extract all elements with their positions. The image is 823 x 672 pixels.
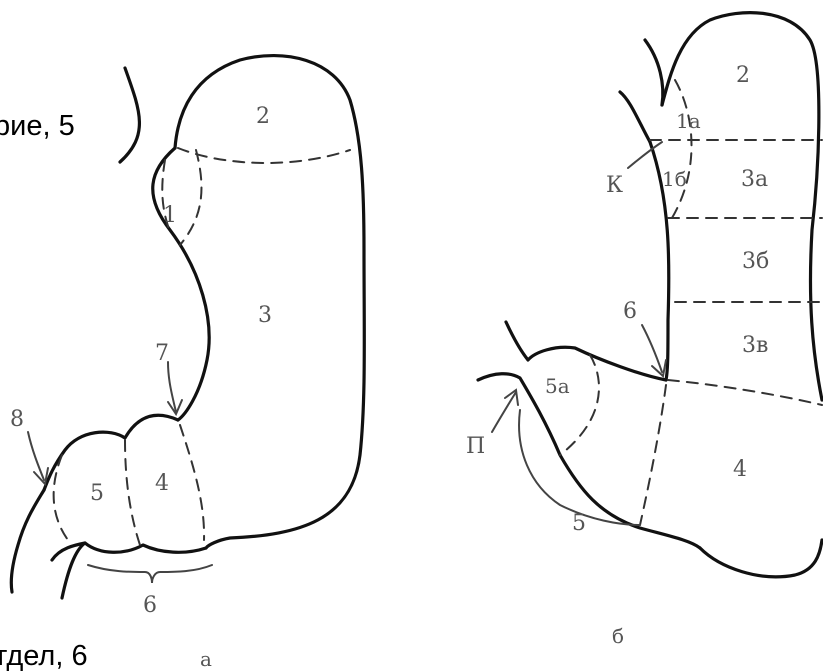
b-label-k: К: [606, 173, 623, 198]
a-label-4: 4: [155, 471, 169, 496]
b-antrum-top: [506, 322, 666, 380]
figure-b: 2 1а 1б 3а 3б 3в 4 5а 5 6 К П б: [466, 13, 822, 648]
a-antrum-boundary: [180, 425, 204, 540]
b-boundary-cardia-arc: [672, 80, 692, 218]
a-label-2: 2: [256, 104, 270, 129]
b-label-2: 2: [736, 63, 750, 88]
a-duodenum-upper: [11, 490, 44, 592]
b-label-4: 4: [733, 457, 747, 482]
a-fundus-boundary: [178, 148, 350, 163]
b-boundary-pyloric-canal: [560, 355, 599, 455]
b-label-5a: 5а: [545, 374, 570, 398]
b-label-3a: 3а: [741, 167, 768, 192]
a-label-8: 8: [10, 407, 24, 432]
a-cardia-boundary-right: [180, 150, 201, 245]
b-esophagus-right-wall: [645, 40, 663, 105]
a-label-1: 1: [163, 203, 177, 228]
figure-a: 1 2 3 4 5 6 7 8 а: [10, 56, 364, 671]
a-esophagus-left-wall: [120, 68, 139, 162]
b-label-5: 5: [572, 511, 586, 536]
b-greater-curvature-bottom: [700, 540, 822, 577]
b-label-1b: 1б: [662, 167, 687, 191]
a-duodenum-lower: [52, 543, 85, 560]
b-label-6: 6: [623, 299, 637, 324]
a-label-7: 7: [155, 341, 169, 366]
b-label-1a: 1а: [676, 109, 701, 133]
a-label-3: 3: [258, 303, 272, 328]
b-label-3v: 3в: [742, 333, 768, 358]
a-label-6: 6: [143, 593, 157, 618]
b-label-3b: 3б: [742, 249, 769, 274]
b-label-p: П: [466, 434, 485, 459]
a-brace: [88, 565, 212, 583]
a-label-5: 5: [90, 481, 104, 506]
b-boundary-antrum: [640, 385, 666, 525]
a-caption: а: [200, 647, 212, 671]
clipped-text-bottom: тдел, 6: [0, 640, 88, 672]
b-arrow-6: [642, 325, 662, 372]
clipped-text-top: рие, 5: [0, 110, 75, 142]
b-esophagus-left-wall: [620, 92, 650, 142]
b-bracket: [519, 410, 640, 525]
b-boundary-3v-4: [668, 380, 822, 405]
a-pylorus-boundary: [125, 440, 140, 545]
b-caption: б: [612, 624, 624, 648]
